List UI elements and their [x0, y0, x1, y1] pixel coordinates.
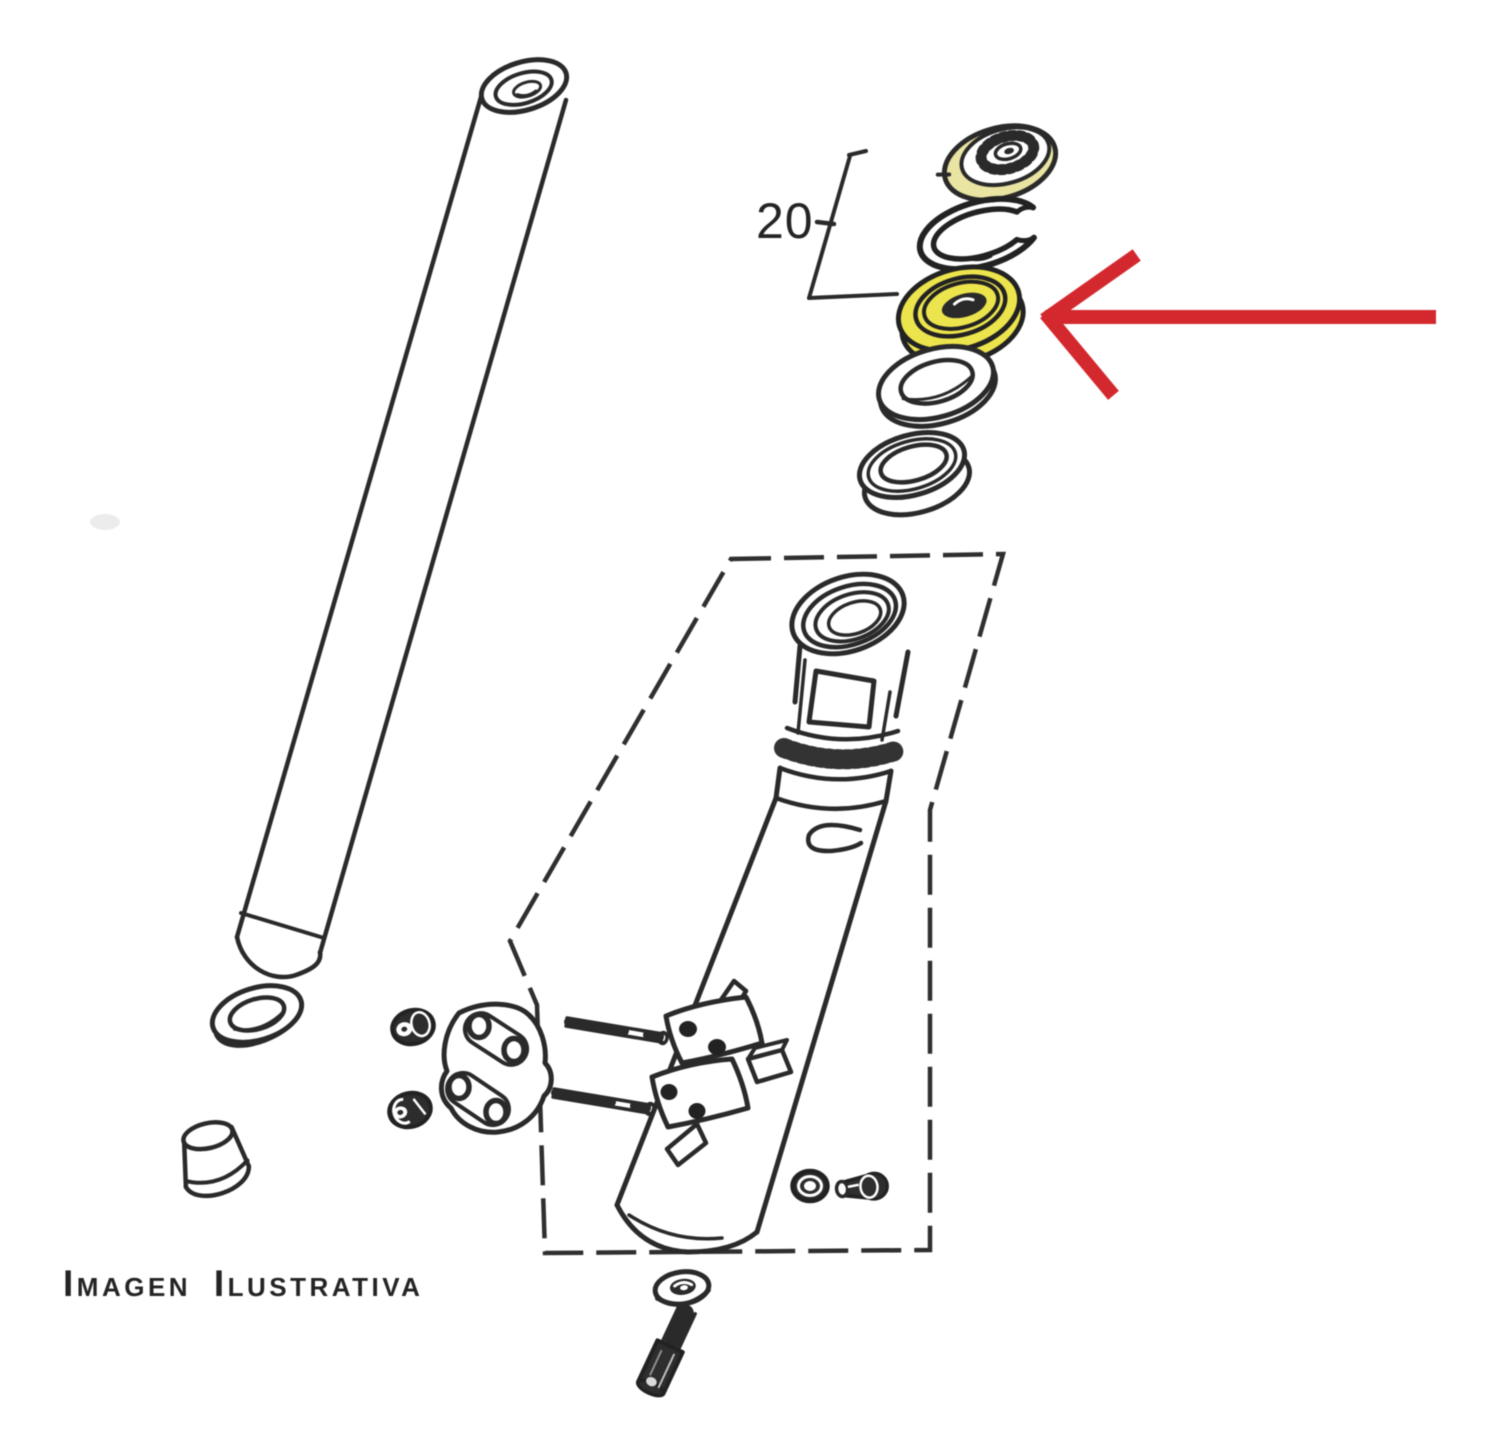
- socket-bolt-icon: [635, 1304, 697, 1398]
- arrow-barb-lower: [1040, 309, 1119, 400]
- axle-clamp-bracket-icon: [649, 978, 794, 1168]
- bracket-lower-fin: [664, 1121, 709, 1168]
- arrow-barb-upper: [1040, 249, 1141, 326]
- bracket-lower-lug: [649, 1056, 751, 1130]
- scan-smudge: [90, 514, 120, 530]
- flange-nut-upper-icon: [390, 1007, 436, 1047]
- dashed-projection-outline: [507, 551, 1006, 1256]
- part-group-bracket: [807, 149, 899, 300]
- oil-seal-bore: [941, 292, 987, 319]
- slider-bushing-icon: [209, 983, 305, 1048]
- circlip-icon: [916, 195, 1037, 273]
- flange-bolt-icon: [834, 1171, 889, 1201]
- stud-bolt-upper-icon: [564, 1016, 669, 1046]
- slider-mouth: [789, 571, 907, 657]
- fork-tube-body: [237, 97, 566, 953]
- bracket-upper-lug: [663, 994, 765, 1066]
- flange-nut-lower-icon: [387, 1090, 433, 1130]
- sealing-washer-icon: [652, 1269, 712, 1307]
- slider-thread-band: [774, 738, 905, 770]
- dust-cap-tab: [935, 172, 952, 177]
- stud-bolt-lower-icon: [551, 1087, 656, 1117]
- slider-hose-tab: [806, 822, 864, 854]
- fork-tube-right-edge: [317, 97, 569, 956]
- fork-tube-top-opening: [478, 57, 570, 115]
- fork-tube-endcap-line: [239, 911, 326, 940]
- slider-window: [806, 668, 877, 730]
- fork-tube-icon: [234, 57, 570, 980]
- fork-tube-left-edge: [234, 94, 484, 940]
- plate-stud-holes: [446, 1011, 527, 1127]
- caption-text: Imagen Ilustrativa: [63, 1263, 423, 1304]
- bracket-block: [745, 1047, 794, 1085]
- slider-left-rib: [796, 658, 807, 735]
- seal-spacer-icon: [856, 430, 973, 518]
- highlight-arrow-icon: [1040, 249, 1436, 400]
- oil-lock-piece-icon: [181, 1120, 252, 1199]
- label-dash: [814, 219, 837, 227]
- fork-slider-icon: [614, 571, 911, 1255]
- axle-nut-icon: [790, 1168, 830, 1204]
- dust-cap-icon: [935, 123, 1059, 203]
- slider-right-rib: [880, 690, 892, 742]
- fork-tube-endcap: [234, 934, 323, 980]
- oil-seal-highlighted-icon: [895, 264, 1026, 367]
- part-number-label: 20: [756, 193, 814, 249]
- axle-holder-plate-icon: [439, 1001, 554, 1135]
- backup-washer-icon: [876, 343, 998, 429]
